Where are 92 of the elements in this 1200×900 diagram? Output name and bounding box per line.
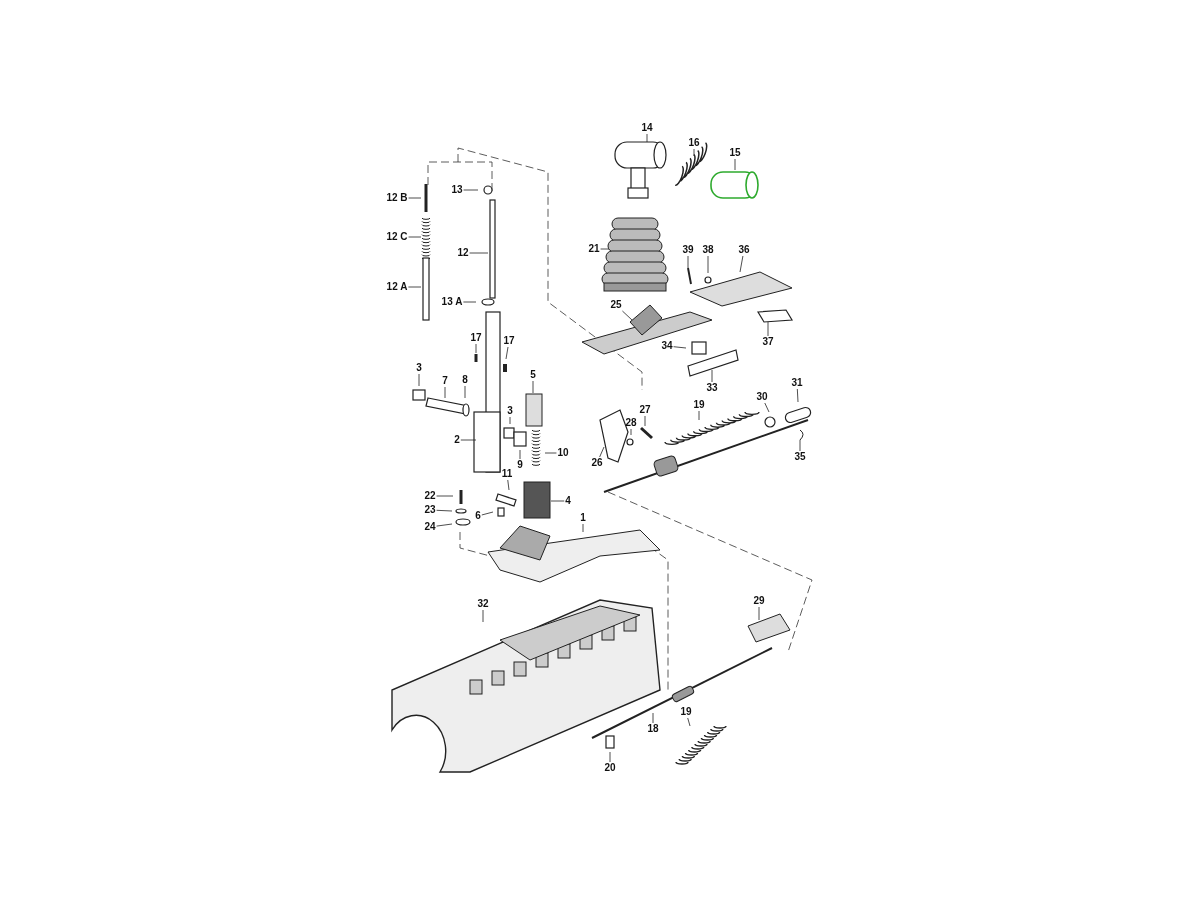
callout-number: 30 [755, 391, 769, 403]
leader-line [582, 523, 584, 533]
leader-line [698, 410, 700, 421]
leader-line [418, 373, 420, 387]
leader-line [673, 346, 687, 349]
callout-number: 6 [474, 510, 482, 522]
callout-number: 3 [415, 362, 423, 374]
leader-line [734, 158, 736, 171]
callout-number: 12 C [385, 231, 409, 243]
callout-number: 26 [590, 457, 604, 469]
leader-line [408, 286, 422, 288]
leader-line [509, 416, 511, 425]
callout-number: 7 [441, 375, 449, 387]
callout-number: 19 [679, 706, 693, 718]
callout-number: 22 [423, 490, 437, 502]
leader-line [630, 428, 632, 436]
callout-number: 13 A [440, 296, 464, 308]
callout-number: 4 [564, 495, 572, 507]
leader-line [758, 606, 760, 621]
callout-number: 21 [587, 243, 601, 255]
leader-line [644, 415, 646, 427]
leader-line [460, 439, 477, 441]
leader-line [599, 446, 605, 458]
callout-number: 5 [529, 369, 537, 381]
callout-number: 20 [603, 762, 617, 774]
leader-line [544, 452, 557, 454]
leader-line [475, 343, 477, 354]
leader-line [505, 346, 509, 360]
callout-number: 17 [502, 335, 516, 347]
leader-line [463, 189, 479, 191]
leader-line [646, 133, 648, 143]
leader-line [482, 609, 484, 623]
leader-line [739, 255, 744, 273]
leader-line [693, 148, 695, 157]
callout-number: 11 [500, 468, 514, 480]
leader-line [707, 255, 709, 274]
callout-number: 18 [646, 723, 660, 735]
callout-number: 12 B [385, 192, 409, 204]
leader-line [687, 255, 689, 269]
callout-number: 36 [737, 244, 751, 256]
callout-number: 25 [609, 299, 623, 311]
callout-number: 14 [640, 122, 654, 134]
leader-line [600, 248, 610, 250]
leader-line [469, 252, 489, 254]
callout-number: 34 [660, 340, 674, 352]
callout-number: 38 [701, 244, 715, 256]
callout-number: 39 [681, 244, 695, 256]
callout-number: 8 [461, 374, 469, 386]
callout-number: 16 [687, 137, 701, 149]
callout-number: 28 [624, 417, 638, 429]
leader-line [408, 197, 422, 199]
callout-number: 35 [793, 451, 807, 463]
callout-number: 15 [728, 147, 742, 159]
callout-number: 31 [790, 377, 804, 389]
leader-line [481, 511, 494, 516]
callout-number: 3 [506, 405, 514, 417]
leader-line [408, 236, 422, 238]
leader-line [519, 449, 521, 460]
callout-number: 32 [476, 598, 490, 610]
callout-number: 17 [469, 332, 483, 344]
leader-line [711, 369, 713, 383]
leader-line [532, 380, 534, 394]
callout-number: 29 [752, 595, 766, 607]
callout-number: 27 [638, 404, 652, 416]
leader-line [436, 523, 453, 527]
leader-line [550, 500, 565, 502]
callout-number: 13 [450, 184, 464, 196]
leader-line [767, 321, 769, 337]
callout-number: 23 [423, 504, 437, 516]
leader-line [652, 712, 654, 724]
leader-line [464, 385, 466, 399]
leader-line [609, 751, 611, 763]
leader-line [796, 388, 799, 403]
callout-number: 19 [692, 399, 706, 411]
callout-number: 12 A [385, 281, 409, 293]
callout-number: 10 [556, 447, 570, 459]
leader-line [436, 495, 454, 497]
leader-line [444, 386, 446, 399]
leader-line [622, 310, 633, 321]
callout-number: 37 [761, 336, 775, 348]
leader-line [687, 717, 691, 727]
callout-number: 12 [456, 247, 470, 259]
callout-number: 1 [579, 512, 587, 524]
leader-line [463, 301, 477, 303]
callout-number: 33 [705, 382, 719, 394]
leader-line [507, 479, 510, 491]
leader-line [436, 509, 453, 512]
leader-line [799, 439, 801, 452]
callout-number: 9 [516, 459, 524, 471]
callout-number: 24 [423, 521, 437, 533]
callout-number: 2 [453, 434, 461, 446]
leader-line [764, 402, 770, 413]
